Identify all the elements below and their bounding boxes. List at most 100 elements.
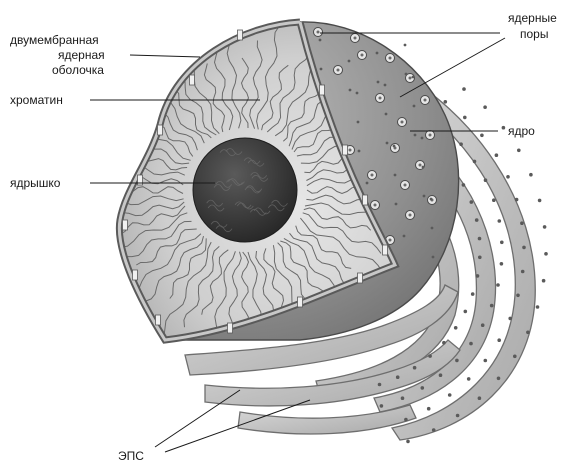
surface-speckle (348, 60, 351, 63)
ribosome (421, 386, 425, 390)
rim-pore (190, 75, 195, 85)
nuclear-pore-center (361, 54, 364, 57)
ribosome (439, 373, 443, 377)
ribosome (396, 375, 400, 379)
surface-speckle (422, 166, 425, 169)
ribosome (502, 126, 506, 130)
ribosome (478, 255, 482, 259)
nuclear-pore-center (389, 57, 392, 60)
surface-speckle (349, 89, 352, 92)
ribosome (481, 323, 485, 327)
ribosome (496, 283, 500, 287)
ribosome (478, 237, 482, 241)
ribosome (455, 359, 459, 363)
ribosome (444, 100, 448, 104)
ribosome (470, 200, 474, 204)
nuclear-pore-center (419, 164, 422, 167)
ribosome (473, 160, 477, 164)
label-pores-1: ядерные (508, 11, 557, 25)
label-envelope-2: ядерная (58, 48, 105, 62)
ribosome (378, 383, 382, 387)
ribosome (467, 377, 471, 381)
ribosome (542, 279, 546, 283)
ribosome (454, 326, 458, 330)
nuclear-pore-center (379, 97, 382, 100)
surface-speckle (394, 174, 397, 177)
label-pores-2: поры (520, 27, 548, 41)
ribosome (432, 428, 436, 432)
nuclear-pore-center (424, 99, 427, 102)
nuclear-pore-center (317, 31, 320, 34)
rim-pore (133, 270, 138, 280)
ribosome (500, 241, 504, 245)
ribosome (478, 396, 482, 400)
ribosome (459, 142, 463, 146)
surface-speckle (320, 68, 323, 71)
surface-speckle (431, 227, 434, 230)
nuclear-pore-center (409, 77, 412, 80)
ribosome (497, 377, 501, 381)
ribosome (380, 404, 384, 408)
label-envelope-1: двумембранная (10, 33, 99, 47)
rim-pore (383, 245, 388, 255)
rim-pore (298, 297, 303, 307)
nuclear-pore-center (404, 184, 407, 187)
ribosome (463, 116, 467, 120)
ribosome (469, 342, 473, 346)
ribosome (406, 440, 410, 444)
ribosome (442, 341, 446, 345)
ribosome (526, 331, 530, 335)
nuclear-pore-center (337, 69, 340, 72)
ribosome (516, 294, 520, 298)
nuclear-pore-center (374, 204, 377, 207)
surface-speckle (423, 195, 426, 198)
ribosome (498, 219, 502, 223)
nuclear-pore-center (371, 174, 374, 177)
label-chromatin: хроматин (10, 93, 63, 107)
ribosome (513, 355, 517, 359)
surface-speckle (357, 121, 360, 124)
surface-speckle (432, 256, 435, 259)
surface-speckle (430, 198, 433, 201)
ribosome (520, 221, 524, 225)
surface-speckle (385, 113, 388, 116)
surface-speckle (414, 134, 417, 137)
surface-speckle (384, 84, 387, 87)
surface-speckle (377, 81, 380, 84)
surface-speckle (319, 39, 322, 42)
nuclear-pore-center (354, 37, 357, 40)
ribosome (462, 87, 466, 91)
ribosome (506, 175, 510, 179)
ribosome (464, 310, 468, 314)
ribosome (517, 149, 521, 153)
nuclear-pore-center (401, 121, 404, 124)
ribosome (529, 173, 533, 177)
ribosome (471, 292, 475, 296)
leader-envelope (130, 55, 200, 57)
rim-pore (343, 145, 348, 155)
surface-speckle (386, 142, 389, 145)
surface-speckle (395, 203, 398, 206)
ribosome (484, 359, 488, 363)
ribosome (456, 414, 460, 418)
leader-er-a (155, 390, 240, 447)
surface-speckle (412, 76, 415, 79)
surface-speckle (403, 235, 406, 238)
ribosome (428, 354, 432, 358)
surface-speckle (421, 137, 424, 140)
surface-speckle (366, 182, 369, 185)
surface-speckle (376, 52, 379, 55)
rim-pore (156, 315, 161, 325)
surface-speckle (405, 73, 408, 76)
ribosome (448, 393, 452, 397)
rim-pore (123, 220, 128, 230)
ribosome (543, 225, 547, 229)
ribosome (495, 153, 499, 157)
ribosome (484, 178, 488, 182)
ribosome (521, 270, 525, 274)
ribosome (497, 338, 501, 342)
label-nucleus: ядро (508, 124, 535, 138)
ribosome (413, 366, 417, 370)
ribosome (475, 218, 479, 222)
